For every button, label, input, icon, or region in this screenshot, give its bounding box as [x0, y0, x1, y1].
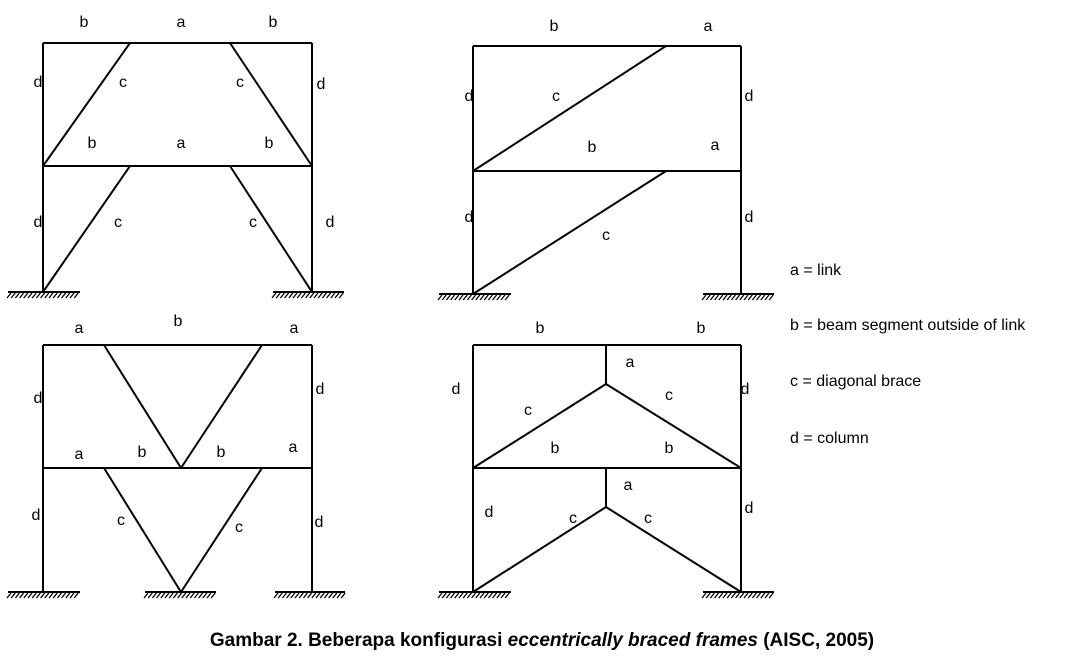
member-label: c: [602, 227, 610, 244]
member-label: d: [452, 381, 461, 398]
member-label: a: [704, 18, 713, 35]
member-label: b: [536, 320, 545, 337]
member-label: a: [289, 439, 298, 456]
fixed-support: [271, 291, 344, 299]
fixed-support: [273, 591, 346, 599]
member-label: a: [290, 320, 299, 337]
caption-prefix: Gambar 2. Beberapa konfigurasi: [209, 630, 508, 651]
legend-item: d = column: [790, 430, 869, 447]
member-label: d: [485, 504, 494, 521]
legend-item: c = diagonal brace: [790, 373, 921, 390]
member-label: a: [624, 477, 633, 494]
member-label: d: [317, 76, 326, 93]
fixed-support: [701, 591, 774, 599]
diagonal-brace: [472, 383, 607, 469]
member-label: c: [117, 512, 125, 529]
member-label: d: [316, 381, 325, 398]
diagonal-brace: [42, 165, 131, 293]
member-label: d: [465, 209, 474, 226]
diagonal-brace: [103, 344, 182, 469]
legend-item: a = link: [790, 262, 842, 279]
fixed-support: [6, 291, 80, 299]
member-label: a: [75, 320, 84, 337]
figure-caption: Gambar 2. Beberapa konfigurasi eccentric…: [0, 630, 1084, 652]
member-label: a: [177, 14, 186, 31]
member-label: c: [236, 74, 244, 91]
fixed-support: [143, 591, 216, 599]
member-label: c: [644, 510, 652, 527]
diagonal-brace: [472, 170, 667, 295]
member-label: b: [217, 444, 226, 461]
member-label: b: [174, 313, 183, 330]
member-label: b: [665, 440, 674, 457]
member-label: c: [665, 387, 673, 404]
frame-1: b a b d c c d b a b d c c d: [6, 14, 344, 299]
member-label: c: [524, 402, 532, 419]
member-label: d: [32, 507, 41, 524]
frame-4: b b a d c c d b b a d c c d: [437, 320, 774, 599]
member-label: c: [249, 214, 257, 231]
member-label: b: [138, 444, 147, 461]
member-label: d: [745, 500, 754, 517]
frame-2: b a d c d b a d c d: [437, 18, 774, 301]
member-label: b: [551, 440, 560, 457]
member-label: d: [745, 209, 754, 226]
member-label: c: [235, 519, 243, 536]
member-label: b: [550, 18, 559, 35]
diagonal-brace: [472, 45, 667, 172]
diagonal-brace: [229, 165, 313, 293]
member-label: b: [88, 135, 97, 152]
caption-italic: eccentrically braced frames: [507, 630, 758, 651]
fixed-support: [437, 591, 511, 599]
member-label: d: [34, 390, 43, 407]
member-label: d: [326, 214, 335, 231]
fixed-support: [437, 293, 511, 301]
member-label: d: [34, 74, 43, 91]
member-label: c: [119, 74, 127, 91]
member-label: d: [741, 381, 750, 398]
diagonal-brace: [42, 42, 131, 167]
member-label: b: [697, 320, 706, 337]
caption-suffix: (AISC, 2005): [757, 630, 875, 651]
member-label: c: [114, 214, 122, 231]
diagonal-brace: [605, 506, 742, 593]
diagonal-brace: [229, 42, 313, 167]
member-label: d: [745, 88, 754, 105]
member-label: d: [315, 514, 324, 531]
fixed-support: [701, 293, 774, 301]
member-label: b: [265, 135, 274, 152]
diagonal-brace: [180, 467, 263, 593]
diagonal-brace: [180, 344, 263, 469]
fixed-support: [6, 591, 80, 599]
member-label: a: [711, 137, 720, 154]
frame-3: a b a d d a b b a d c c d: [6, 313, 346, 599]
legend: a = link b = beam segment outside of link…: [790, 262, 1026, 447]
member-label: b: [588, 139, 597, 156]
member-label: b: [269, 14, 278, 31]
member-label: b: [80, 14, 89, 31]
member-label: d: [34, 214, 43, 231]
diagonal-brace: [103, 467, 182, 593]
member-label: a: [177, 135, 186, 152]
member-label: c: [552, 88, 560, 105]
legend-item: b = beam segment outside of link: [790, 317, 1026, 334]
member-label: a: [75, 446, 84, 463]
member-label: d: [465, 88, 474, 105]
member-label: c: [569, 510, 577, 527]
diagonal-brace: [472, 506, 607, 593]
diagonal-brace: [605, 383, 742, 469]
member-label: a: [626, 354, 635, 371]
